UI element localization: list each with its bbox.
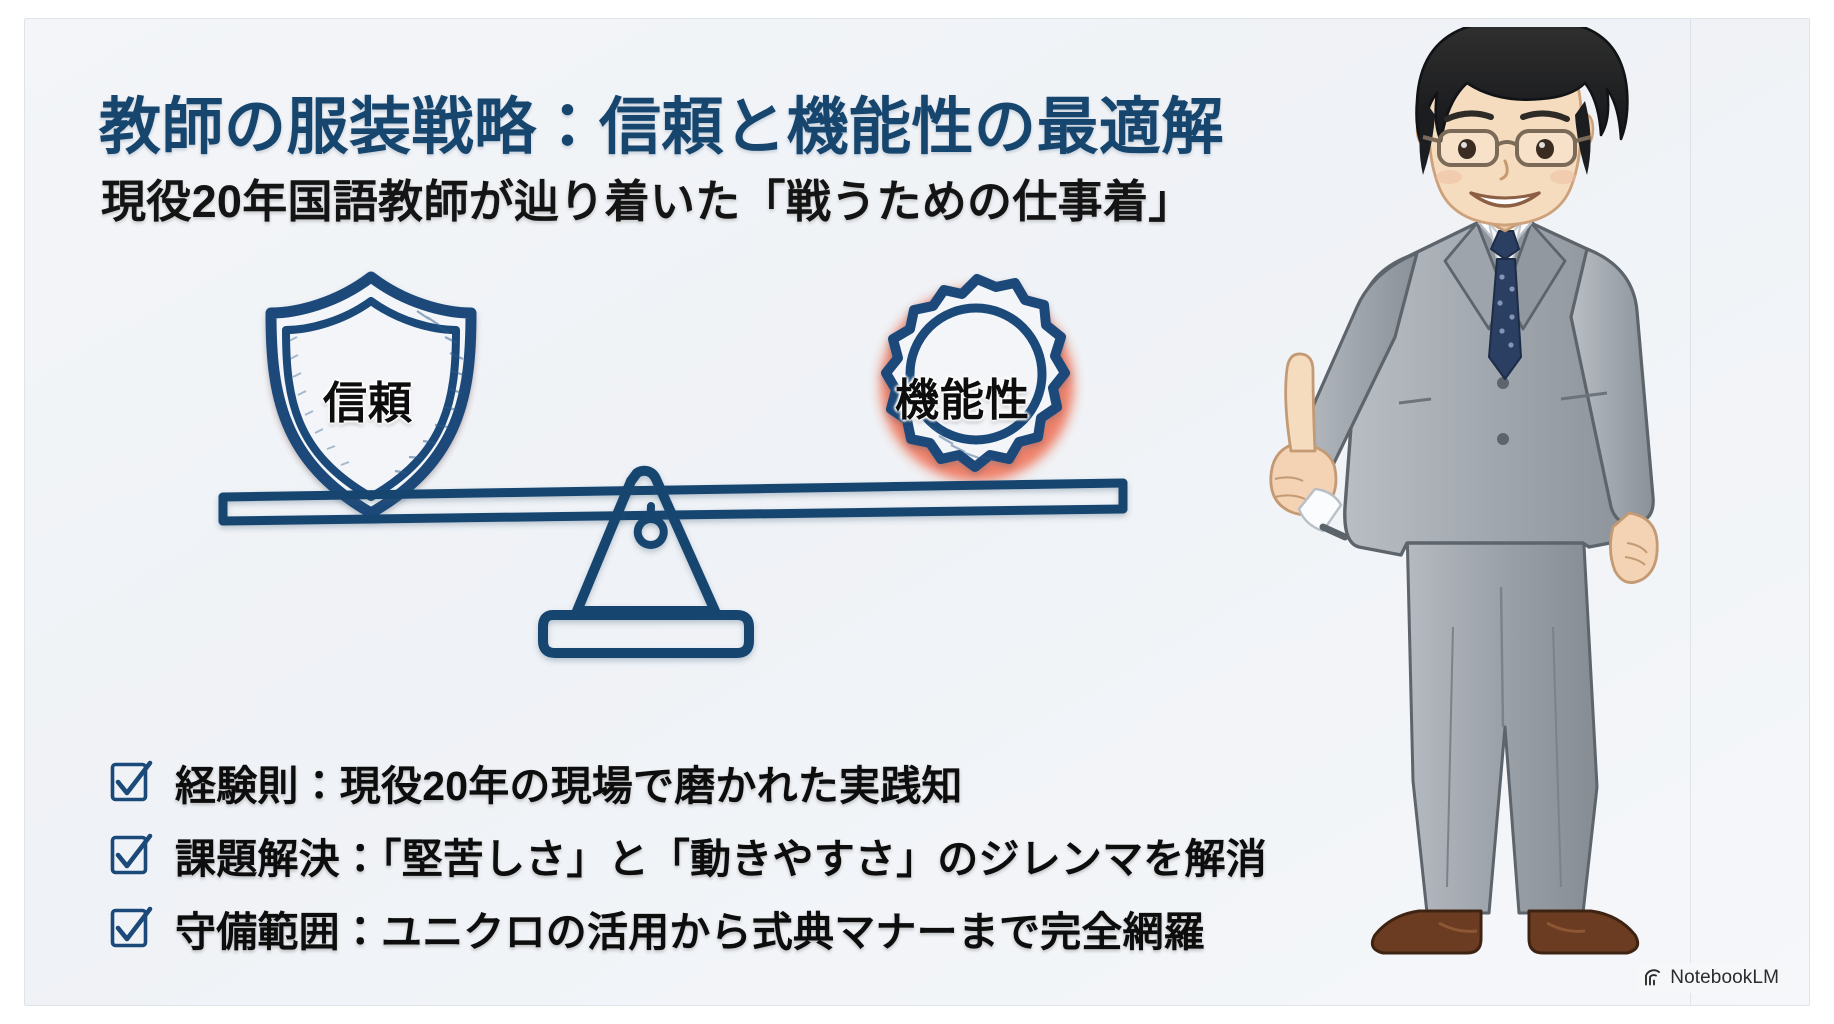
checkbox-checked-icon xyxy=(109,906,153,950)
list-item: 課題解決：「堅苦しさ」と「動きやすさ」のジレンマを解消 xyxy=(109,818,1319,891)
character-suit-jacket xyxy=(1289,221,1655,557)
shield-icon xyxy=(265,271,477,519)
list-item-label: 経験則：現役20年の現場で磨かれた実践知 xyxy=(175,762,963,809)
list-item: 経験則：現役20年の現場で磨かれた実践知 xyxy=(109,745,1319,818)
feature-checklist: 経験則：現役20年の現場で磨かれた実践知 課題解決：「堅苦しさ」と「動きやすさ」… xyxy=(109,745,1319,964)
notebooklm-logo-icon xyxy=(1643,968,1663,988)
checkbox-checked-icon xyxy=(109,760,153,804)
slide-card: 教師の服装戦略：信頼と機能性の最適解 現役20年国語教師が辿り着いた「戦うための… xyxy=(24,18,1810,1006)
paper-seam-divider xyxy=(1690,19,1691,1005)
notebooklm-watermark: NotebookLM xyxy=(1637,963,1787,993)
character-right-hand xyxy=(1609,511,1659,584)
notebooklm-watermark-label: NotebookLM xyxy=(1670,967,1779,988)
list-item-label: 守備範囲：ユニクロの活用から式典マナーまで完全網羅 xyxy=(175,908,1205,955)
balance-right-label: 機能性 xyxy=(895,376,1030,425)
character-shoes xyxy=(1370,909,1640,955)
balance-left-label: 信頼 xyxy=(323,379,413,428)
gear-icon xyxy=(881,274,1070,478)
character-neck xyxy=(1475,157,1535,233)
list-item-label: 課題解決：「堅苦しさ」と「動きやすさ」のジレンマを解消 xyxy=(175,835,1267,882)
checkbox-checked-icon xyxy=(109,833,153,877)
page-subtitle: 現役20年国語教師が辿り着いた「戦うための仕事着」 xyxy=(101,176,1194,227)
glasses-icon xyxy=(1422,129,1592,167)
list-item: 守備範囲：ユニクロの活用から式典マナーまで完全網羅 xyxy=(109,891,1319,964)
character-shirt-and-tie xyxy=(1477,203,1533,380)
character-pointing-hand xyxy=(1269,352,1349,541)
character-trousers xyxy=(1405,525,1599,915)
seesaw-fulcrum xyxy=(538,465,754,658)
balance-illustration: 信頼 機能性 xyxy=(205,259,1145,658)
character-head xyxy=(1415,27,1629,227)
page-title: 教師の服装戦略：信頼と機能性の最適解 xyxy=(99,93,1225,162)
